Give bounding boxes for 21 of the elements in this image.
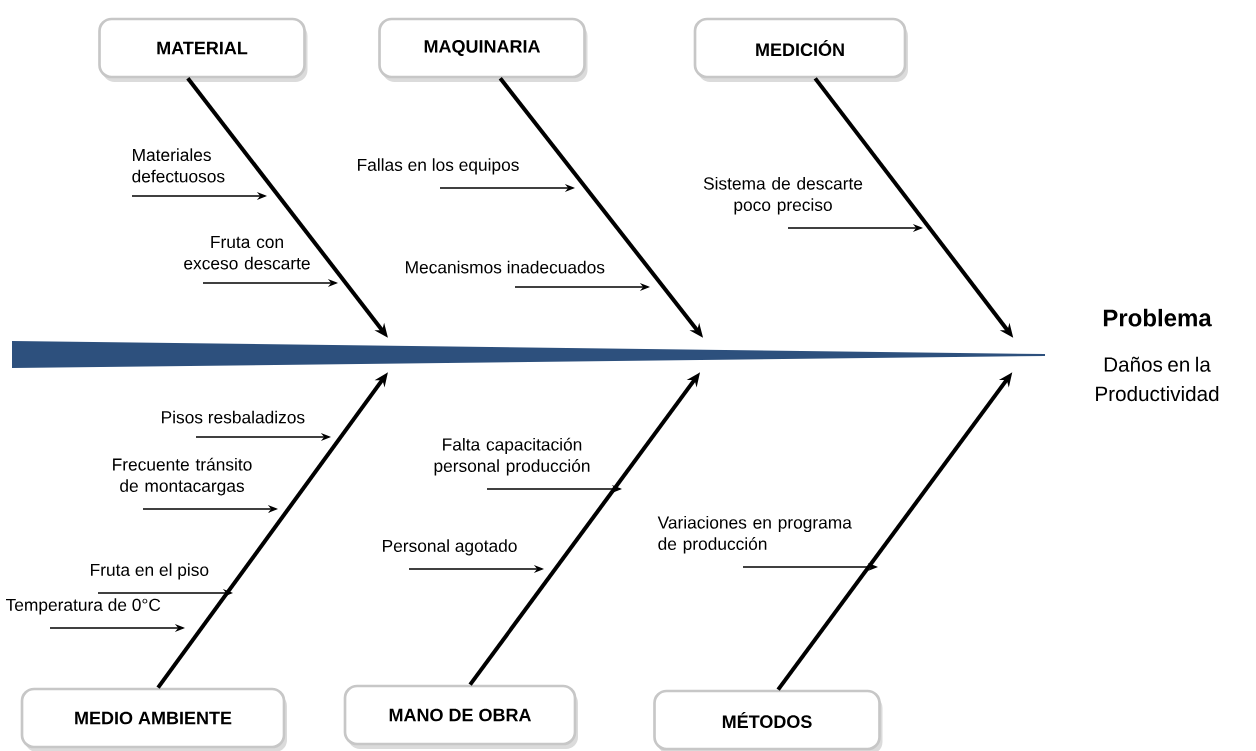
category-box: MATERIAL xyxy=(98,17,308,82)
category-box: MÉTODOS xyxy=(653,689,883,751)
fish-spine xyxy=(12,341,1045,368)
problem-description: Daños en la Productividad xyxy=(1096,356,1219,402)
cause-label: Falta capacitación personal producción xyxy=(434,437,590,476)
cause-label: Frecuente tránsito de montacargas xyxy=(113,457,252,496)
category-box: MEDIO AMBIENTE xyxy=(20,687,287,751)
category-box: MEDICIÓN xyxy=(693,17,908,82)
cause-label: Personal agotado xyxy=(383,539,517,556)
cause-label: Mecanismos inadecuados xyxy=(406,260,605,274)
category-box: MANO DE OBRA xyxy=(343,684,578,749)
cause-label: Fruta con exceso descarte xyxy=(184,236,310,270)
cause-label: Fallas en los equipos xyxy=(358,158,519,175)
cause-label: Materiales defectuosos xyxy=(132,148,225,183)
cause-label: Variaciones en programa de producción xyxy=(657,515,852,554)
cause-label: Sistema de descarte poco preciso xyxy=(703,176,863,215)
cause-label: Fruta en el piso xyxy=(91,563,209,580)
category-box: MAQUINARIA xyxy=(378,17,588,82)
problem-heading: Problema xyxy=(1103,308,1212,327)
cause-label: Pisos resbaladizos xyxy=(162,410,305,424)
cause-label: Temperatura de 0°C xyxy=(6,598,161,615)
